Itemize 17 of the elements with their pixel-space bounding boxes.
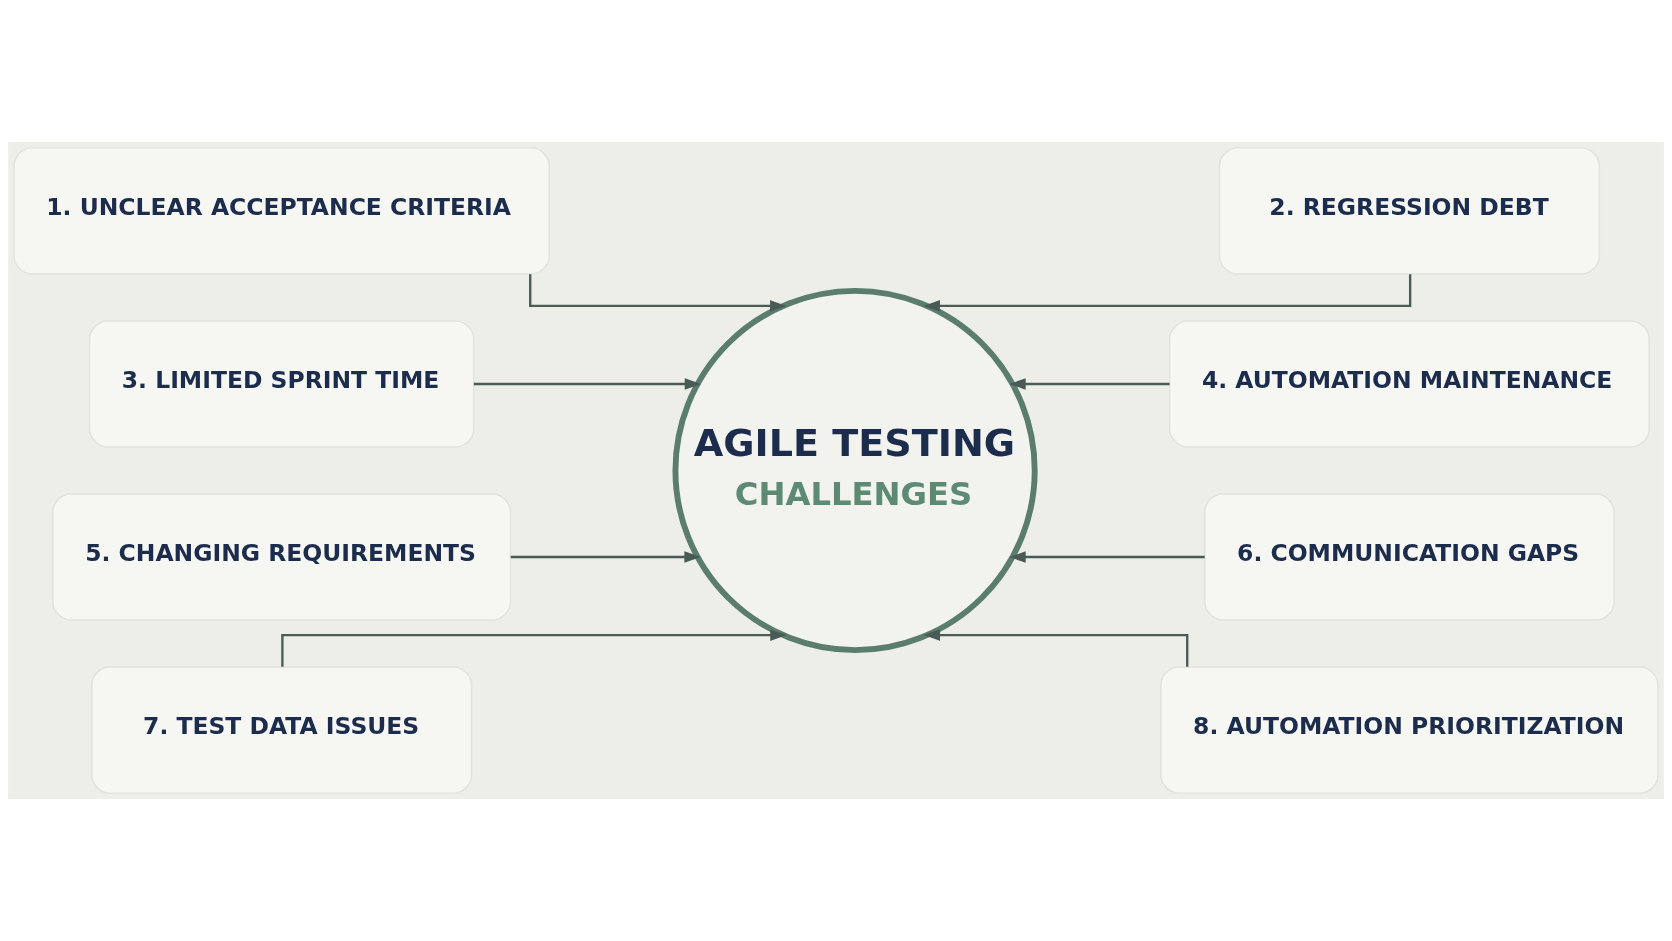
arrow <box>473 378 702 390</box>
node-box: 5. CHANGING REQUIREMENTS <box>52 493 512 621</box>
arrow <box>529 274 787 312</box>
node-box: 6. COMMUNICATION GAPS <box>1204 493 1615 621</box>
node-box: 8. AUTOMATION PRIORITIZATION <box>1160 666 1659 794</box>
node-box: 3. LIMITED SPRINT TIME <box>88 320 475 448</box>
arrow <box>1009 378 1170 390</box>
node-box: 1. UNCLEAR ACCEPTANCE CRITERIA <box>13 147 551 275</box>
node-box: 2. REGRESSION DEBT <box>1218 147 1601 275</box>
arrow <box>510 551 701 563</box>
arrow <box>923 629 1189 667</box>
arrow <box>1009 551 1205 563</box>
node-box: 4. AUTOMATION MAINTENANCE <box>1168 320 1650 448</box>
arrow <box>923 274 1412 312</box>
node-box: 7. TEST DATA ISSUES <box>91 666 473 794</box>
node-circle: AGILE TESTING CHALLENGES <box>672 287 1038 654</box>
arrow <box>281 629 787 667</box>
